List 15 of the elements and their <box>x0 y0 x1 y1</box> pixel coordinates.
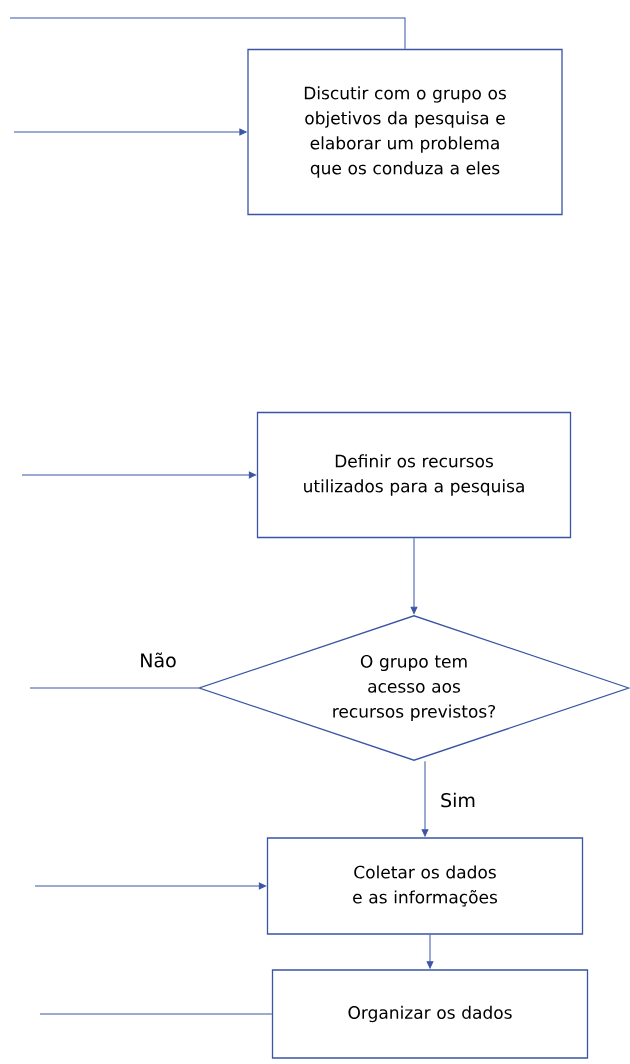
connector-line <box>29 687 199 689</box>
arrow <box>426 934 434 969</box>
arrow <box>34 882 267 890</box>
process-box: Definir os recursos utilizados para a pesquisa <box>256 411 572 539</box>
arrow <box>421 760 429 837</box>
edge-label: Não <box>137 650 179 670</box>
process-box: Organizar os dados <box>271 969 589 1059</box>
arrow <box>21 471 257 479</box>
process-box: Coletar os dados e as informações <box>266 837 584 935</box>
connector-line <box>39 1013 273 1015</box>
arrow <box>410 537 418 615</box>
connector-line <box>9 17 406 50</box>
edge-label: Sim <box>438 790 478 810</box>
arrow <box>13 128 247 136</box>
process-box: Discutir com o grupo os objetivos da pesquisa e elaborar um problema que os conduza a eles <box>247 48 563 216</box>
